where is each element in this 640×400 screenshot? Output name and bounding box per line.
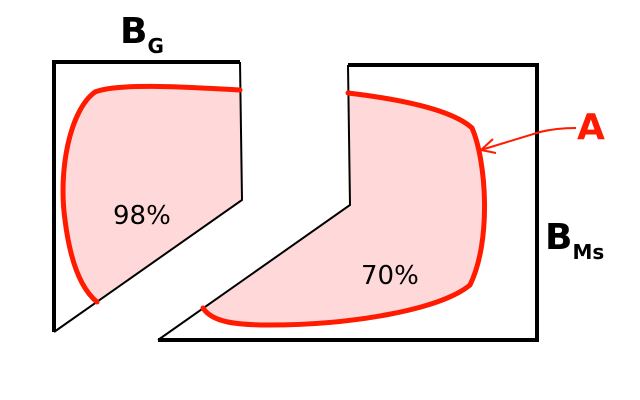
left-region-fill [63,86,242,302]
bms-label-subscript: Ms [572,240,605,264]
bg-label: BG [120,11,164,57]
right-percent-label: 70% [361,261,419,291]
bms-box-outline [158,63,539,342]
bg-box-edge-right [53,61,244,333]
left-region-boundary [60,83,243,305]
right-region-boundary [200,90,488,328]
bms-label: BMs [545,217,604,263]
bg-box-outline [52,60,240,332]
bg-label-main: B [120,11,148,52]
a-label: A [577,107,605,148]
a-pointer-arrowhead [478,138,497,154]
bg-label-subscript: G [147,34,164,58]
right-region-fill [203,93,485,325]
left-percent-label: 98% [113,201,171,231]
bms-box-edge-left [157,64,352,341]
bms-label-main: B [545,217,573,258]
a-pointer-arrow [480,127,577,151]
